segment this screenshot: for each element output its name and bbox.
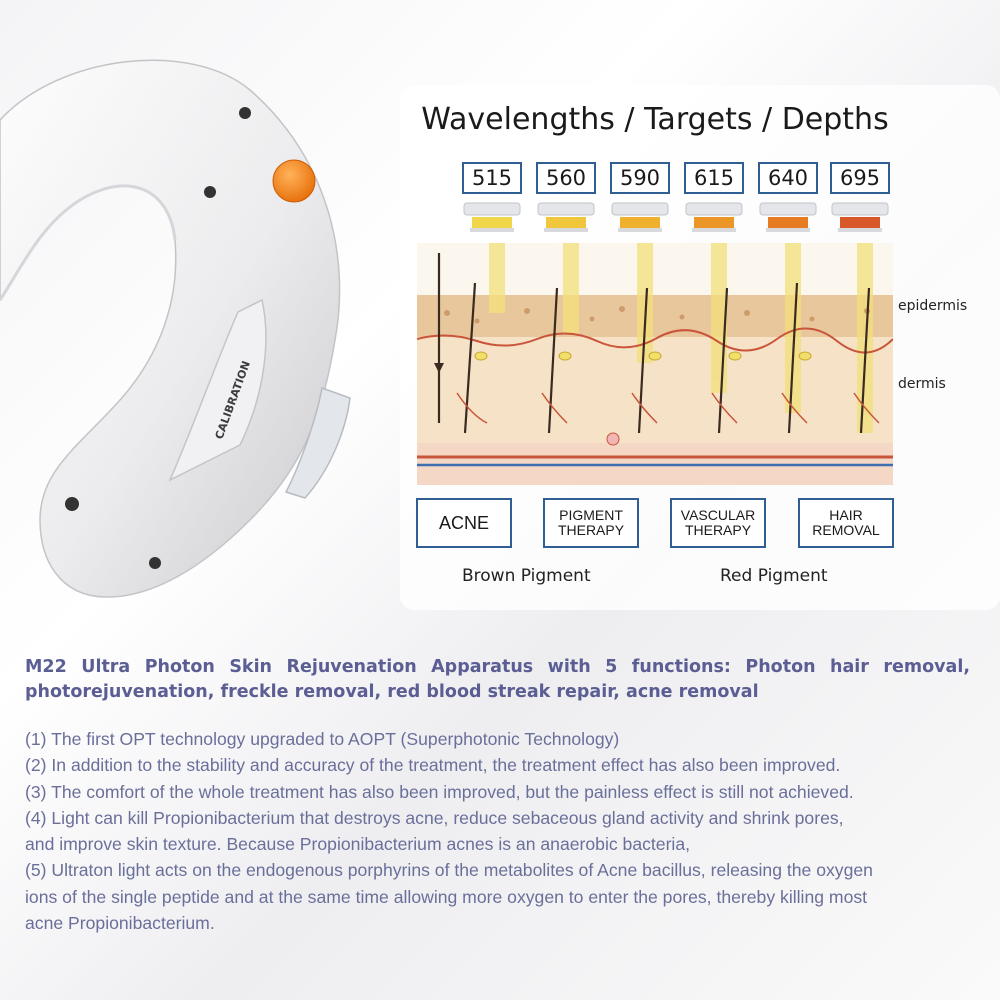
wavelength-590-box: 590 <box>610 162 670 194</box>
screw-hole-icon <box>65 497 79 511</box>
red-pigment-label: Red Pigment <box>720 566 828 586</box>
feature-line: (2) In addition to the stability and acc… <box>25 755 841 776</box>
skin-cross-section-illustration <box>417 243 893 485</box>
filter-crystal-icon <box>759 202 817 232</box>
filter-crystal-icon <box>537 202 595 232</box>
pigment-therapy-function-box: PIGMENT THERAPY <box>543 498 639 548</box>
wavelength-615-box: 615 <box>684 162 744 194</box>
product-headline: M22 Ultra Photon Skin Rejuvenation Appar… <box>25 657 970 702</box>
power-button-icon <box>272 159 316 203</box>
device-handpiece-illustration: CALIBRATION <box>0 59 351 598</box>
brown-pigment-label: Brown Pigment <box>462 566 591 586</box>
hair-removal-function-box: HAIR REMOVAL <box>798 498 894 548</box>
acne-function-box: ACNE <box>416 498 512 548</box>
wavelength-695-box: 695 <box>830 162 890 194</box>
feature-list: (1) The first OPT technology upgraded to… <box>25 726 975 936</box>
screw-hole-icon <box>204 186 216 198</box>
feature-line: acne Propionibacterium. <box>25 913 215 934</box>
dermis-label: dermis <box>898 376 946 392</box>
wavelength-515-box: 515 <box>462 162 522 194</box>
screw-hole-icon <box>149 557 161 569</box>
diagram-title: Wavelengths / Targets / Depths <box>421 102 889 137</box>
feature-line: (5) Ultraton light acts on the endogenou… <box>25 860 873 881</box>
wavelength-640-box: 640 <box>758 162 818 194</box>
epidermis-label: epidermis <box>898 298 968 314</box>
filter-crystal-icon <box>685 202 743 232</box>
feature-line: ions of the single peptide and at the sa… <box>25 886 868 907</box>
wavelength-560-box: 560 <box>536 162 596 194</box>
screw-hole-icon <box>239 107 251 119</box>
filter-crystal-icon <box>611 202 669 232</box>
vascular-therapy-function-box: VASCULAR THERAPY <box>670 498 766 548</box>
feature-line: and improve skin texture. Because Propio… <box>25 834 691 855</box>
wavelength-diagram-panel: Wavelengths / Targets / Depths 515 560 5… <box>400 85 1000 610</box>
filter-crystal-icon <box>831 202 889 232</box>
feature-line: (4) Light can kill Propionibacterium tha… <box>25 807 844 828</box>
feature-line: (3) The comfort of the whole treatment h… <box>25 781 854 802</box>
filter-crystal-icon <box>463 202 521 232</box>
feature-line: (1) The first OPT technology upgraded to… <box>25 729 620 749</box>
device-image: CALIBRATION <box>0 0 400 620</box>
